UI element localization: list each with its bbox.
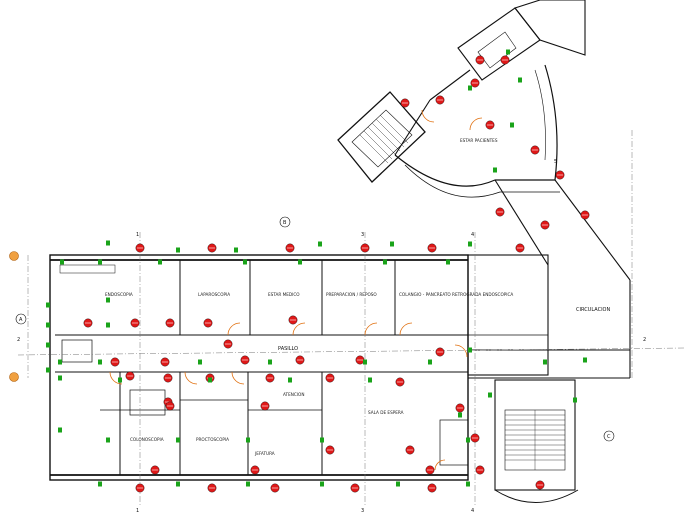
electrical-outlet-icon bbox=[46, 367, 50, 373]
electrical-outlet-icon bbox=[468, 347, 472, 353]
electrical-outlet-icon bbox=[246, 437, 250, 443]
electrical-outlet-icon bbox=[320, 481, 324, 487]
light-fixtures bbox=[83, 55, 590, 493]
axis-number-2-right: 2 bbox=[643, 337, 646, 343]
electrical-outlet-icon bbox=[243, 259, 247, 265]
electrical-outlet-icon bbox=[446, 259, 450, 265]
electrical-outlet-icon bbox=[176, 437, 180, 443]
electrical-outlet-icon bbox=[318, 241, 322, 247]
room-label-proctoscopia: PROCTOSCOPIA bbox=[196, 437, 229, 442]
room-label-colonoscopia: COLONOSCOPIA bbox=[130, 437, 164, 442]
electrical-outlet-icon bbox=[58, 427, 62, 433]
stair-treads bbox=[505, 410, 565, 470]
electrical-outlet-icon bbox=[428, 359, 432, 365]
electrical-outlet-icon bbox=[246, 481, 250, 487]
electrical-outlet-icon bbox=[106, 297, 110, 303]
axis-number-3-bottom: 3 bbox=[361, 508, 364, 514]
electrical-outlet-icon bbox=[58, 359, 62, 365]
electrical-outlet-icon bbox=[198, 359, 202, 365]
electrical-outlet-icon bbox=[466, 481, 470, 487]
room-label-estar-pacientes: ESTAR PACIENTES bbox=[460, 138, 498, 143]
room-label-laparoscopia: LAPAROSCOPIA bbox=[198, 292, 230, 297]
electrical-outlet-icon bbox=[543, 359, 547, 365]
electrical-outlet-icon bbox=[506, 49, 510, 55]
electrical-outlet-icon bbox=[510, 122, 514, 128]
room-label-sala-espera: SALA DE ESPERA bbox=[368, 410, 404, 415]
electrical-outlet-icon bbox=[573, 397, 577, 403]
electrical-outlet-icon bbox=[488, 392, 492, 398]
electrical-outlet-icon bbox=[583, 357, 587, 363]
electrical-outlet-icon bbox=[176, 247, 180, 253]
room-label-atencion: ATENCION bbox=[283, 392, 304, 397]
electrical-outlet-icon bbox=[468, 85, 472, 91]
electrical-outlet-icon bbox=[383, 259, 387, 265]
upper-wing bbox=[337, 0, 631, 378]
electrical-outlet-icon bbox=[396, 481, 400, 487]
axis-lines bbox=[17, 130, 684, 505]
door-swings bbox=[109, 109, 483, 471]
electrical-outlet-icon bbox=[46, 322, 50, 328]
electrical-outlet-icon bbox=[176, 481, 180, 487]
electrical-outlet-icon bbox=[298, 259, 302, 265]
axis-label-A: A bbox=[19, 317, 23, 323]
electrical-outlet-icon bbox=[46, 342, 50, 348]
room-label-jefatura: JEFATURA bbox=[254, 451, 275, 456]
room-label-pasillo: PASILLO bbox=[278, 346, 298, 352]
axis-label-C: C bbox=[607, 434, 611, 440]
electrical-outlet-icon bbox=[208, 377, 212, 383]
room-labels: ENDOSCOPIA LAPAROSCOPIA ESTAR MEDICO PRE… bbox=[105, 138, 610, 456]
electrical-outlet-icon bbox=[118, 377, 122, 383]
room-label-preparacion: PREPARACION / REPOSO bbox=[326, 292, 377, 297]
electrical-outlet-icon bbox=[320, 437, 324, 443]
electrical-outlet-icon bbox=[98, 481, 102, 487]
electrical-outlet-icon bbox=[106, 322, 110, 328]
electrical-outlet-icon bbox=[46, 302, 50, 308]
electrical-outlet-icon bbox=[466, 437, 470, 443]
electrical-outlet-icon bbox=[518, 77, 522, 83]
electrical-outlet-icon bbox=[98, 259, 102, 265]
electrical-outlet-icon bbox=[60, 259, 64, 265]
electrical-outlet-icon bbox=[234, 247, 238, 253]
electrical-outlets bbox=[46, 49, 587, 487]
room-label-endoscopia: ENDOSCOPIA bbox=[105, 292, 133, 297]
electrical-outlet-icon bbox=[98, 359, 102, 365]
axis-number-4-bottom: 4 bbox=[471, 508, 474, 514]
electrical-outlet-icon bbox=[288, 377, 292, 383]
room-label-circulacion: CIRCULACION bbox=[576, 307, 610, 313]
electrical-outlet-icon bbox=[493, 167, 497, 173]
room-label-estar-medico: ESTAR MEDICO bbox=[268, 292, 300, 297]
electrical-outlet-icon bbox=[106, 437, 110, 443]
electrical-outlet-icon bbox=[268, 359, 272, 365]
axis-bubbles: A B C 1 3 4 2 2 5 1 3 4 bbox=[9, 159, 646, 514]
axis-number-1-bottom: 1 bbox=[136, 508, 139, 514]
electrical-outlet-icon bbox=[368, 377, 372, 383]
axis-number-4: 4 bbox=[471, 232, 474, 238]
electrical-outlet-icon bbox=[363, 359, 367, 365]
electrical-outlet-icon bbox=[390, 241, 394, 247]
axis-number-1: 1 bbox=[136, 232, 139, 238]
electrical-outlet-icon bbox=[158, 259, 162, 265]
electrical-outlet-icon bbox=[458, 412, 462, 418]
axis-number-5: 5 bbox=[554, 159, 557, 165]
electrical-outlet-icon bbox=[58, 375, 62, 381]
axis-number-2-left: 2 bbox=[17, 337, 20, 343]
axis-number-3: 3 bbox=[361, 232, 364, 238]
electrical-outlet-icon bbox=[468, 241, 472, 247]
electrical-outlet-icon bbox=[106, 240, 110, 246]
axis-label-B: B bbox=[283, 220, 287, 226]
room-label-colangio: COLANGIO - PANCREATO RETROGRADA ENDOSCOP… bbox=[399, 292, 513, 297]
